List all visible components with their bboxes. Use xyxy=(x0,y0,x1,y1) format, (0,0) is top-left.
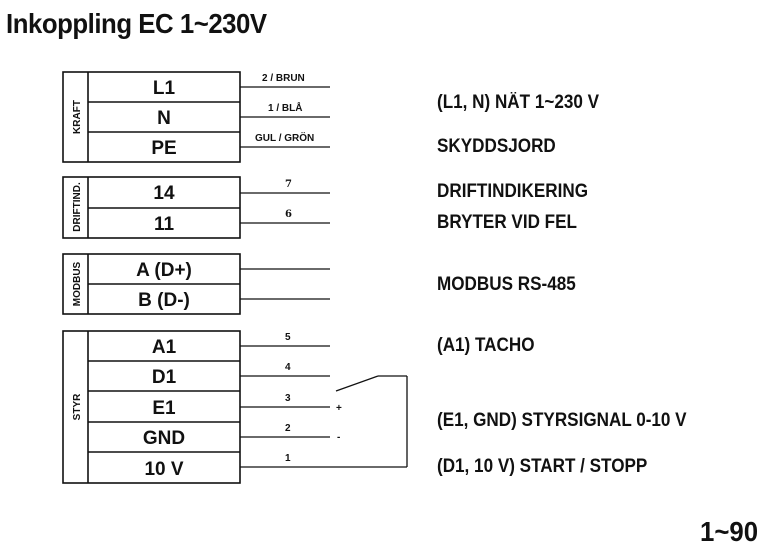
group-kraft: KRAFT L1 N PE xyxy=(62,71,241,163)
signal-minus-sign: - xyxy=(337,432,340,443)
terminal-l1: L1 xyxy=(153,78,176,99)
desc-startstopp: (D1, 10 V) START / STOPP xyxy=(437,456,648,477)
desc-skyddsjord: SKYDDSJORD xyxy=(437,136,556,157)
terminal-gnd: GND xyxy=(143,428,185,449)
desc-tacho: (A1) TACHO xyxy=(437,335,535,356)
wire-label-gnd: 2 xyxy=(285,423,291,434)
wire-label-10v: 1 xyxy=(285,453,291,464)
terminal-pe: PE xyxy=(151,138,176,159)
desc-styrsignal: (E1, GND) STYRSIGNAL 0-10 V xyxy=(437,410,687,431)
group-modbus: MODBUS A (D+) B (D-) xyxy=(62,253,241,315)
signal-plus-sign: + xyxy=(336,403,342,414)
page-title: Inkoppling EC 1~230V xyxy=(6,8,267,39)
wires xyxy=(240,86,408,468)
terminal-10v: 10 V xyxy=(144,459,183,480)
desc-modbus: MODBUS RS-485 xyxy=(437,274,576,295)
wire-label-n: 1 / BLÅ xyxy=(268,101,302,114)
terminal-11: 11 xyxy=(154,214,175,235)
terminal-a1: A1 xyxy=(152,337,177,358)
wire-label-14: 7 xyxy=(285,179,292,190)
group-styr: STYR A1 D1 E1 GND 10 V xyxy=(62,330,241,484)
terminal-b-dminus: B (D-) xyxy=(138,290,190,311)
terminal-n: N xyxy=(157,108,171,129)
terminal-d1: D1 xyxy=(152,367,177,388)
desc-driftindikering: DRIFTINDIKERING xyxy=(437,181,589,202)
terminal-e1: E1 xyxy=(152,398,176,419)
wire-label-11: 6 xyxy=(285,209,292,220)
desc-natt: (L1, N) NÄT 1~230 V xyxy=(437,92,600,113)
wire-label-e1: 3 xyxy=(285,393,291,404)
group-label-driftind: DRIFTIND. xyxy=(72,182,83,232)
group-label-kraft: KRAFT xyxy=(72,100,83,134)
terminal-14: 14 xyxy=(153,183,175,204)
desc-bryter: BRYTER VID FEL xyxy=(437,212,577,233)
wire-label-pe: GUL / GRÖN xyxy=(255,131,314,144)
group-driftind: DRIFTIND. 14 11 xyxy=(62,176,241,239)
switch-lever xyxy=(335,375,379,392)
wire-label-d1: 4 xyxy=(285,362,291,373)
terminal-a-dplus: A (D+) xyxy=(136,260,192,281)
wire-label-a1: 5 xyxy=(285,332,291,343)
group-label-styr: STYR xyxy=(72,393,83,420)
wire-label-l1: 2 / BRUN xyxy=(262,73,305,84)
page-number: 1~90 xyxy=(699,516,758,547)
group-label-modbus: MODBUS xyxy=(72,261,83,306)
